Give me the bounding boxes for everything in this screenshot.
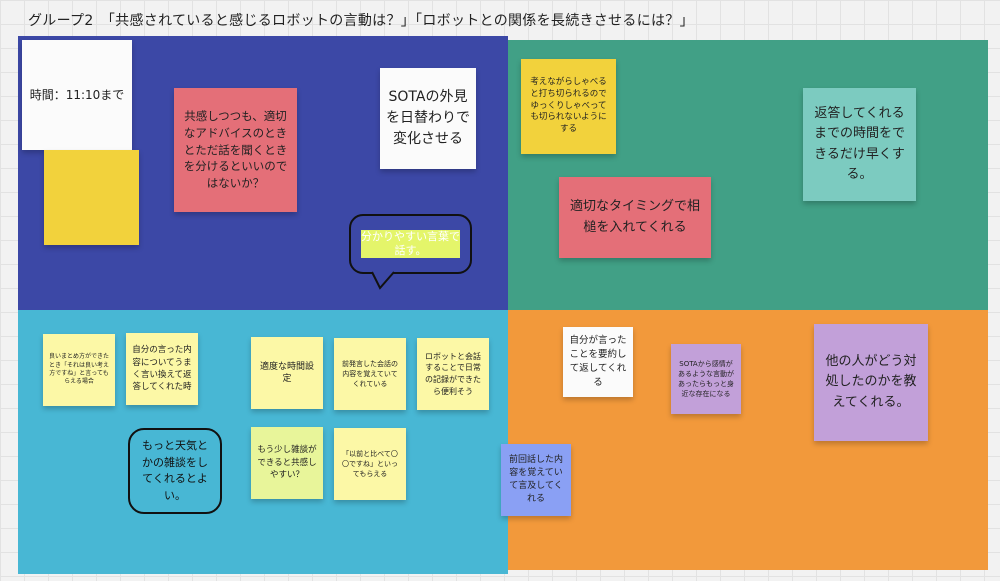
sticky-note-aizuchi[interactable]: 適切なタイミングで相槌を入れてくれる: [559, 177, 711, 258]
sticky-note-emotional-expression[interactable]: SOTAから感情があるような言動があったらもっと身近な存在になる: [671, 344, 741, 414]
sticky-note-previous-topic[interactable]: 前回話した内容を覚えていて言及してくれる: [501, 444, 571, 516]
sticky-note-small-talk[interactable]: もう少し雑談ができると共感しやすい？: [251, 427, 323, 499]
sticky-note-compare-before[interactable]: 「以前と比べて〇〇ですね」といってもらえる: [334, 428, 406, 500]
sticky-note-summarize-back[interactable]: 自分が言ったことを要約して返してくれる: [563, 327, 633, 397]
board-title: グループ2 「共感されていると感じるロボットの言動は？」「ロボットとの関係を長続…: [28, 13, 694, 29]
timer-note[interactable]: 時間：11:10まで: [22, 40, 132, 150]
sticky-note-remember-conversation[interactable]: 前発言した会話の内容を覚えていてくれている: [334, 338, 406, 410]
sticky-note-advice-timing[interactable]: 共感しつつも、適切なアドバイスのときとただ話を聞くときを分けるといいのではないか…: [174, 88, 297, 212]
sticky-note-slow-speaking[interactable]: 考えながらしゃべると打ち切られるのでゆっくりしゃべっても切られないようにする: [521, 59, 616, 154]
speech-bubble-clear-words[interactable]: 分かりやすい言葉で話す。: [349, 214, 472, 274]
blank-sticky-note[interactable]: [44, 150, 139, 245]
speech-bubble-weather-talk[interactable]: もっと天気とかの雑談をしてくれるとよい。: [128, 428, 222, 514]
sticky-note-time-setting[interactable]: 適度な時間設定: [251, 337, 323, 409]
sticky-note-fast-response[interactable]: 返答してくれるまでの時間をできるだけ早くする。: [803, 88, 916, 201]
sticky-note-others-solutions[interactable]: 他の人がどう対処したのかを教えてくれる。: [814, 324, 928, 441]
speech-bubble-tail: [371, 271, 395, 290]
sticky-note-sota-appearance[interactable]: SOTAの外見を日替わりで変化させる: [380, 68, 476, 169]
sticky-note-good-summary[interactable]: 良いまとめ方ができたとき「それは良い考え方ですね」と言ってもらえる場合: [43, 334, 115, 406]
sticky-note-daily-record[interactable]: ロボットと会話することで日常の記録ができたら便利そう: [417, 338, 489, 410]
sticky-note-rephrase[interactable]: 自分の言った内容についてうまく言い換えて返答してくれた時: [126, 333, 198, 405]
